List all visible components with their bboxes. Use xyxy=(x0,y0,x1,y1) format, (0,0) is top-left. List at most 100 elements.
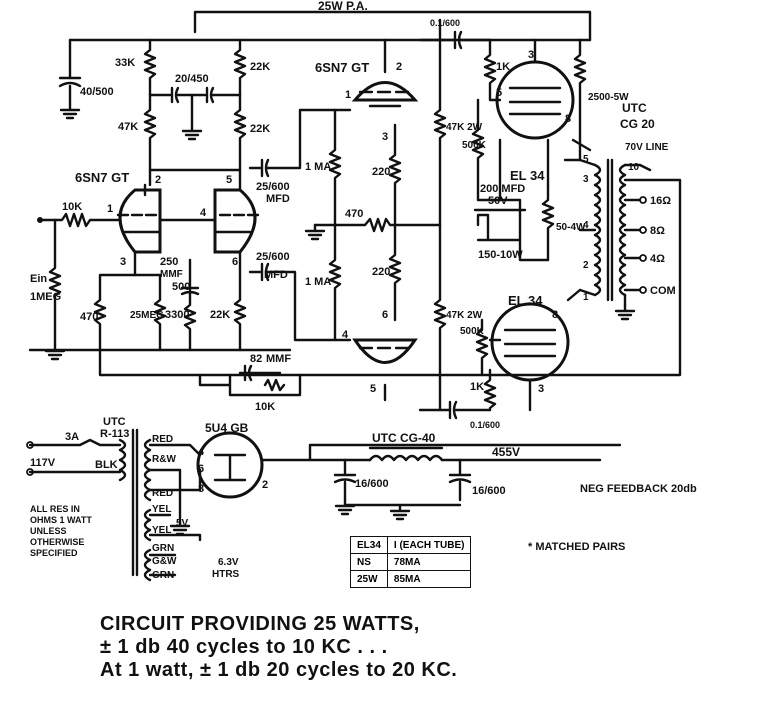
component-label: CG 20 xyxy=(620,117,655,131)
resistor-33k xyxy=(143,38,157,97)
table-header-current: I (EACH TUBE) xyxy=(386,536,472,554)
component-label: 1 MA xyxy=(305,276,331,288)
component-label: 3 xyxy=(583,174,589,185)
resistor-1ma-top xyxy=(328,108,342,227)
component-label: 4 xyxy=(198,446,205,458)
component-label: 250 xyxy=(160,256,178,268)
component-label: 6 xyxy=(382,309,388,321)
tube-el34-bottom xyxy=(490,302,570,412)
component-label: 22K xyxy=(250,61,270,73)
component-label: YEL xyxy=(152,525,171,536)
component-label: 5 xyxy=(583,154,589,165)
caption-line-2: ± 1 db 40 cycles to 10 KC . . . xyxy=(100,636,388,658)
component-label: MMF xyxy=(160,269,183,280)
component-label: 25/600 xyxy=(256,251,290,263)
component-label: 3 xyxy=(528,49,534,61)
component-label: 500 xyxy=(172,281,190,293)
component-label: 5 xyxy=(496,87,502,99)
component-label: 3A xyxy=(65,431,79,443)
cap-25-600-low xyxy=(248,262,352,342)
resistor-2500-5w xyxy=(573,38,587,162)
label-el34-top: EL 34 xyxy=(510,168,545,183)
component-label: 20/450 xyxy=(175,73,209,85)
matched-pairs-note: * MATCHED PAIRS xyxy=(528,541,625,553)
label-pi: 6SN7 GT xyxy=(315,60,369,75)
component-label: 455V xyxy=(492,445,520,459)
component-label: 70V LINE xyxy=(625,142,669,153)
component-label: GRN xyxy=(152,543,174,554)
component-label: 150-10W xyxy=(478,249,523,261)
component-label: 10K xyxy=(62,201,82,213)
component-label: 0.1/600 xyxy=(470,420,500,430)
component-label: 6 xyxy=(232,256,238,268)
tube-phase-bot xyxy=(352,338,418,364)
cap-40-500 xyxy=(58,76,82,120)
choke-cg40 xyxy=(308,446,602,462)
component-label: 1K xyxy=(470,381,484,393)
component-label: RED xyxy=(152,488,173,499)
component-label: HTRS xyxy=(212,569,240,580)
component-label: 40/500 xyxy=(80,86,114,98)
resistor-47k-2w-bot xyxy=(433,223,447,412)
component-label: R&W xyxy=(152,454,176,465)
cathode-network xyxy=(28,250,292,352)
component-label: 22K xyxy=(210,309,230,321)
component-label: 3 xyxy=(120,256,126,268)
component-label: 33K xyxy=(115,57,135,69)
component-label: 25/600 xyxy=(256,181,290,193)
component-label: 82 xyxy=(250,353,262,365)
component-label: 25MEG xyxy=(130,310,164,321)
component-label: 8Ω xyxy=(650,225,665,237)
component-label: 8 xyxy=(198,483,204,495)
caption-line-3: At 1 watt, ± 1 db 20 cycles to 20 KC. xyxy=(100,659,458,681)
b-plus-rail xyxy=(193,10,592,42)
component-label: 220 xyxy=(372,166,390,178)
component-label: 1 MA xyxy=(305,161,331,173)
component-label: 2 xyxy=(262,479,268,491)
component-label: YEL xyxy=(152,504,171,515)
component-label: G&W xyxy=(152,556,177,567)
resistor-47k xyxy=(143,93,157,172)
table-header-tube: EL34 xyxy=(350,536,388,554)
component-label: 220 xyxy=(372,266,390,278)
component-label: MMF xyxy=(266,353,291,365)
component-label: GRN xyxy=(152,570,174,581)
caption-line-1: CIRCUIT PROVIDING 25 WATTS, xyxy=(100,613,420,635)
component-label: SPECIFIED xyxy=(30,548,78,558)
resistor-220-top xyxy=(388,123,402,227)
component-label: 22K xyxy=(250,123,270,135)
component-label: OHMS 1 WATT xyxy=(30,515,92,525)
component-label: UNLESS xyxy=(30,526,67,536)
component-label: 50V xyxy=(488,195,508,207)
component-label: 200 MFD xyxy=(480,183,525,195)
resistor-22k-mid xyxy=(233,93,247,182)
component-label: 8 xyxy=(565,113,571,125)
component-label: 117V xyxy=(30,457,56,469)
table-row: NS 78MA xyxy=(350,553,472,571)
tube-6sn7-first xyxy=(116,183,162,254)
cap-small-top xyxy=(418,30,492,50)
component-label: 10 xyxy=(628,162,640,173)
component-label: 1 xyxy=(107,203,113,215)
label-v1: 6SN7 GT xyxy=(75,170,129,185)
component-label: 3 xyxy=(538,383,544,395)
resistor-47k-2w-top xyxy=(433,18,447,227)
component-label: UTC CG-40 xyxy=(372,431,436,445)
component-label: BLK xyxy=(95,459,118,471)
cap-25-600-top xyxy=(248,108,352,178)
tube-5u4gb xyxy=(196,431,622,499)
component-label: 1 xyxy=(345,89,351,101)
component-label: 470 xyxy=(80,311,98,323)
component-label: 1K xyxy=(496,61,510,73)
feedback-note: NEG FEEDBACK 20db xyxy=(580,483,697,495)
output-transformer xyxy=(98,138,682,377)
tube-phase-top xyxy=(351,81,419,108)
component-label: Ein xyxy=(30,273,47,285)
tube-6sn7-second xyxy=(213,188,260,254)
tube-el34-top xyxy=(495,38,575,140)
component-label: RED xyxy=(152,434,173,445)
table-row: EL34 I (EACH TUBE) xyxy=(350,536,472,554)
label-el34-bot: EL 34 xyxy=(508,293,543,308)
component-label: 0.1/600 xyxy=(430,18,460,28)
